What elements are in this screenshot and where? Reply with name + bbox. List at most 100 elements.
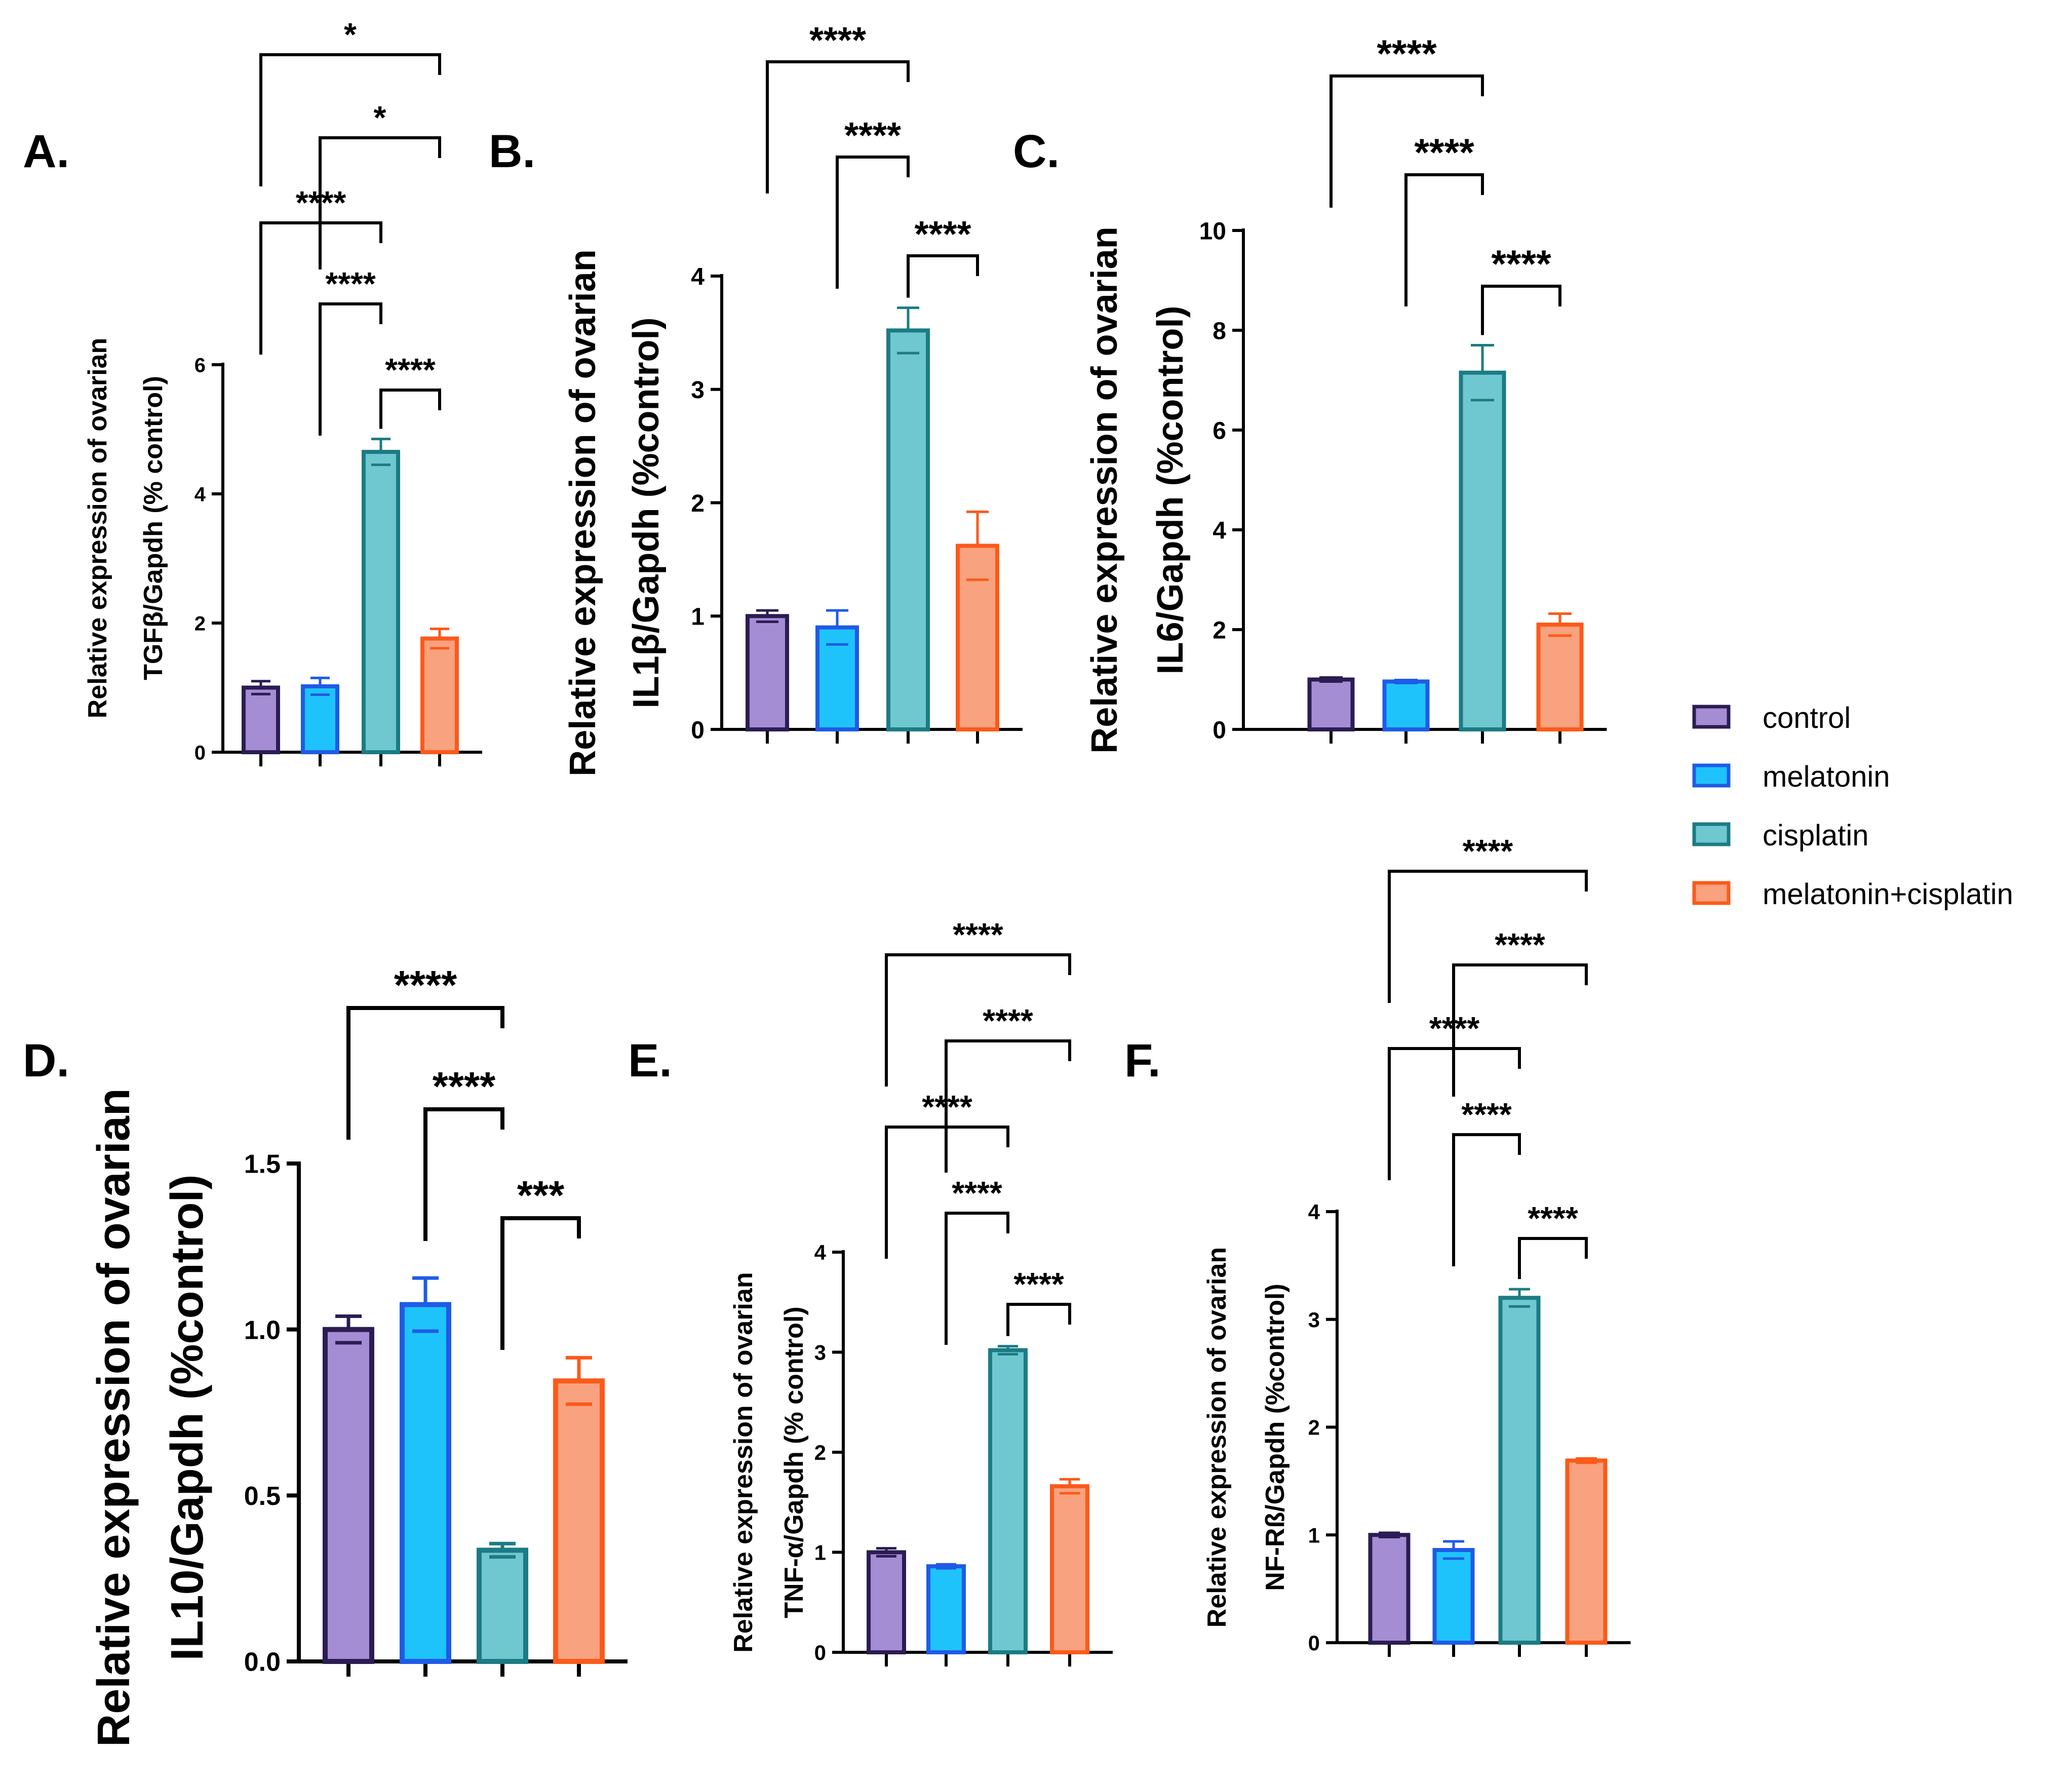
bar-melatonin-plus-cisplatin <box>1536 623 1584 732</box>
significance-label: **** <box>394 962 457 1007</box>
legend-label: cisplatin <box>1763 819 1869 852</box>
y-axis-title: TNF-α/Gapdh (% control) <box>779 1306 809 1618</box>
y-tick-label: 0 <box>691 717 705 744</box>
bar-cisplatin <box>988 1348 1028 1655</box>
y-tick-label: 4 <box>1308 1200 1320 1224</box>
significance-label: **** <box>983 1002 1033 1039</box>
bar-melatonin <box>926 1564 966 1654</box>
y-axis-title: IL10/Gapdh (%control) <box>162 1174 213 1660</box>
y-tick-label: 4 <box>1213 517 1226 544</box>
significance-label: **** <box>1495 926 1545 963</box>
significance-label: **** <box>1429 1010 1480 1046</box>
panel-label: D. <box>23 1035 69 1087</box>
significance-bracket <box>319 136 441 269</box>
significance-label: **** <box>952 1175 1002 1211</box>
y-tick-label: 3 <box>1308 1308 1320 1332</box>
significance-label: **** <box>325 265 376 302</box>
panel-label: C. <box>1013 126 1060 177</box>
panel-label: A. <box>23 126 69 177</box>
significance-label: * <box>344 16 357 53</box>
bar-melatonin-plus-cisplatin <box>553 1378 605 1664</box>
bar-melatonin <box>1382 679 1430 731</box>
legend-label: melatonin <box>1763 760 1890 793</box>
significance-label: **** <box>953 916 1003 953</box>
y-tick-label: 2 <box>1308 1416 1320 1440</box>
significance-label: **** <box>296 184 346 221</box>
bar-cisplatin <box>1498 1296 1541 1645</box>
bar-cisplatin <box>362 450 400 754</box>
significance-bracket <box>1452 1133 1521 1266</box>
y-axis-title: Relative expression of ovarian <box>83 338 112 718</box>
y-tick-label: 6 <box>1213 417 1226 444</box>
significance-bracket <box>346 1006 504 1140</box>
y-tick-label: 0.5 <box>244 1482 281 1511</box>
significance-bracket <box>945 1039 1071 1173</box>
y-tick-label: 1.5 <box>244 1150 281 1179</box>
y-tick-label: 2 <box>814 1441 826 1464</box>
bar-control <box>867 1550 906 1654</box>
bar-control <box>746 614 789 731</box>
panel-label: E. <box>628 1035 672 1087</box>
y-axis-title: Relative expression of ovarian <box>1084 226 1125 753</box>
y-tick-label: 10 <box>1199 218 1226 245</box>
significance-bracket <box>945 1212 1009 1345</box>
significance-label: **** <box>385 352 436 388</box>
significance-bracket <box>379 389 441 429</box>
significance-label: **** <box>1528 1200 1578 1236</box>
legend-swatch-control <box>1692 705 1731 729</box>
y-axis-title: IL6/Gapdh (%control) <box>1150 306 1191 675</box>
bar-melatonin <box>1432 1548 1475 1645</box>
bar-control <box>242 685 280 754</box>
significance-bracket <box>1481 285 1561 335</box>
legend-swatch-melatonin <box>1692 763 1731 788</box>
significance-bracket <box>1006 1303 1071 1336</box>
bar-melatonin-plus-cisplatin <box>1565 1458 1608 1645</box>
y-tick-label: 0.0 <box>244 1648 281 1677</box>
y-axis-title: IL1β/Gapdh (%control) <box>626 318 667 709</box>
significance-bracket <box>423 1107 504 1241</box>
panels: A. Relative expression of ovarian TGFβ/Gap… <box>23 16 1631 1747</box>
legend-label: melatonin+cisplatin <box>1763 878 2013 911</box>
significance-bracket <box>1330 74 1484 208</box>
panel-f: F. Relative expression of ovarian NF-Rß/Ga… <box>1124 833 1631 1657</box>
panel-label: B. <box>489 126 535 177</box>
y-axis-title: NF-Rß/Gapdh (%control) <box>1261 1284 1290 1591</box>
y-axis-title: Relative expression of ovarian <box>1202 1247 1232 1627</box>
significance-bracket <box>885 1126 1009 1259</box>
bar-control <box>323 1327 374 1664</box>
significance-label: *** <box>517 1173 565 1218</box>
y-tick-label: 1 <box>814 1541 826 1565</box>
bar-melatonin-plus-cisplatin <box>1050 1484 1089 1654</box>
panel-a: A. Relative expression of ovarian TGFβ/Gap… <box>23 16 482 766</box>
panel-label: F. <box>1124 1035 1161 1087</box>
significance-label: **** <box>844 115 901 156</box>
significance-label: **** <box>914 214 971 255</box>
significance-bracket <box>907 254 979 298</box>
y-axis-title: Relative expression of ovarian <box>89 1088 139 1747</box>
y-tick-label: 0 <box>1213 717 1226 744</box>
significance-bracket <box>1518 1237 1588 1280</box>
y-tick-label: 8 <box>1213 318 1226 344</box>
legend: controlmelatonincisplatinmelatonin+cispl… <box>1692 702 2013 911</box>
significance-bracket <box>319 302 382 436</box>
bar-cisplatin <box>1459 370 1506 731</box>
y-tick-label: 2 <box>1213 617 1226 644</box>
bar-melatonin-plus-cisplatin <box>420 636 459 754</box>
panel-d: D. Relative expression of ovarian IL10/Gap… <box>23 962 628 1747</box>
significance-bracket <box>259 221 382 355</box>
y-tick-label: 0 <box>194 742 206 764</box>
y-tick-label: 2 <box>691 490 705 517</box>
significance-label: **** <box>1377 32 1437 75</box>
y-tick-label: 4 <box>691 263 705 290</box>
significance-label: **** <box>1491 243 1551 286</box>
significance-bracket <box>1388 1047 1521 1180</box>
y-tick-label: 2 <box>194 612 206 635</box>
significance-bracket <box>500 1216 581 1350</box>
y-axis-title: TGFβ/Gapdh (% control) <box>139 376 168 680</box>
bar-control <box>1307 677 1355 731</box>
significance-bracket <box>1452 963 1588 1097</box>
y-tick-label: 1 <box>691 604 705 631</box>
legend-swatch-cisplatin <box>1692 822 1731 846</box>
